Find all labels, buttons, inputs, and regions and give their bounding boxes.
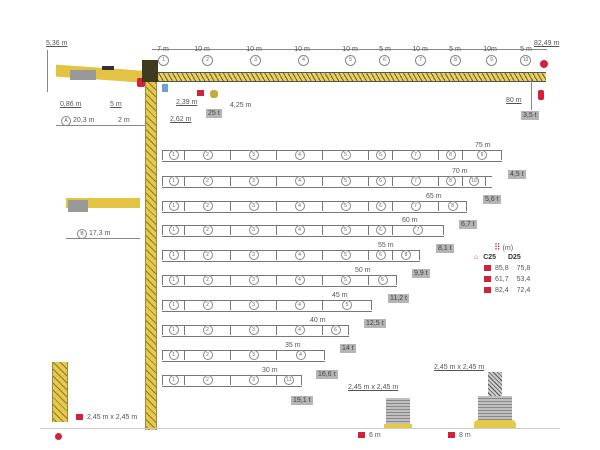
- dim-4-25: 4,25 m: [230, 102, 252, 109]
- counter-jib-length: A 20,3 m: [61, 116, 94, 126]
- info-icon: [55, 433, 62, 440]
- dim-2-39: 2,39 m: [176, 99, 198, 106]
- tail-height-label: 5,36 m: [46, 40, 68, 47]
- warning-icon: [540, 60, 548, 68]
- tip-load-badge: 3,5 t: [521, 111, 539, 120]
- small-mast-section: [52, 362, 68, 422]
- mast-section-size: 2,45 m x 2,45 m: [76, 414, 137, 421]
- config-row[interactable]: 1 2 3 4 5 6 7: [162, 225, 444, 237]
- ground-line: [40, 428, 560, 429]
- config-row[interactable]: 1 2 3 11: [162, 375, 302, 387]
- small-base-width: 6 m: [358, 432, 381, 439]
- dim-0-86: 0,86 m: [60, 101, 82, 108]
- config-row[interactable]: 1 2 3 4 5 6 8: [162, 250, 420, 262]
- dim-5m: 5 m: [110, 101, 122, 108]
- config-row[interactable]: 1 2 3 4 5 6: [162, 275, 397, 287]
- config-row[interactable]: 1 2 3 4: [162, 350, 325, 362]
- fixed-base-icon: [484, 265, 491, 272]
- hook-block-icon: [210, 90, 218, 98]
- total-reach-label: 82,49 m: [534, 40, 560, 47]
- hook-icon: [538, 90, 544, 100]
- large-base-width: 8 m: [448, 432, 471, 439]
- config-row[interactable]: 1 2 3 4 5: [162, 300, 372, 312]
- red-marker-icon: [137, 78, 145, 87]
- ballast-base-icon: [484, 287, 491, 294]
- config-row[interactable]: 1 2 3 4 6: [162, 325, 349, 337]
- small-base-ballast: [386, 398, 410, 424]
- main-jib: [150, 72, 546, 82]
- config-row[interactable]: 1 2 3 4 5 6 7 8 9: [162, 150, 502, 162]
- config-row[interactable]: 1 2 3 4 5 6 7 8: [162, 201, 467, 213]
- travelling-base-icon: [358, 432, 365, 439]
- travelling-base-icon: [484, 276, 491, 283]
- tip-radius-label: 80 m: [506, 97, 522, 104]
- slewing-unit: [142, 60, 158, 82]
- counterweight-block: [70, 70, 96, 80]
- config-row[interactable]: 1 2 3 4 5 6 7 8 10: [162, 176, 492, 188]
- config-load: 4,5 t: [508, 170, 526, 179]
- dim-2m: 2 m: [118, 117, 130, 124]
- side-counter-jib-length: B 17,3 m: [77, 229, 110, 239]
- tower-mast: [145, 80, 157, 430]
- cabin-icon: [162, 84, 168, 92]
- trolley-red-icon: [197, 90, 204, 96]
- winch-icon: [102, 66, 114, 70]
- side-counter-jib: [66, 198, 140, 208]
- ballast-base-icon: [448, 432, 455, 439]
- large-base-mast-size: 2,45 m x 2,45 m: [434, 364, 485, 371]
- small-base-mast-size: 2,45 m x 2,45 m: [348, 384, 399, 391]
- base-load-badge: 25 t: [206, 109, 222, 118]
- dim-2-62: 2,62 m: [170, 116, 192, 123]
- fixed-base-icon: [76, 414, 83, 421]
- large-base-ballast: [478, 396, 512, 422]
- config-radius: 75 m: [475, 142, 491, 149]
- jib-dimension-line: [152, 49, 547, 50]
